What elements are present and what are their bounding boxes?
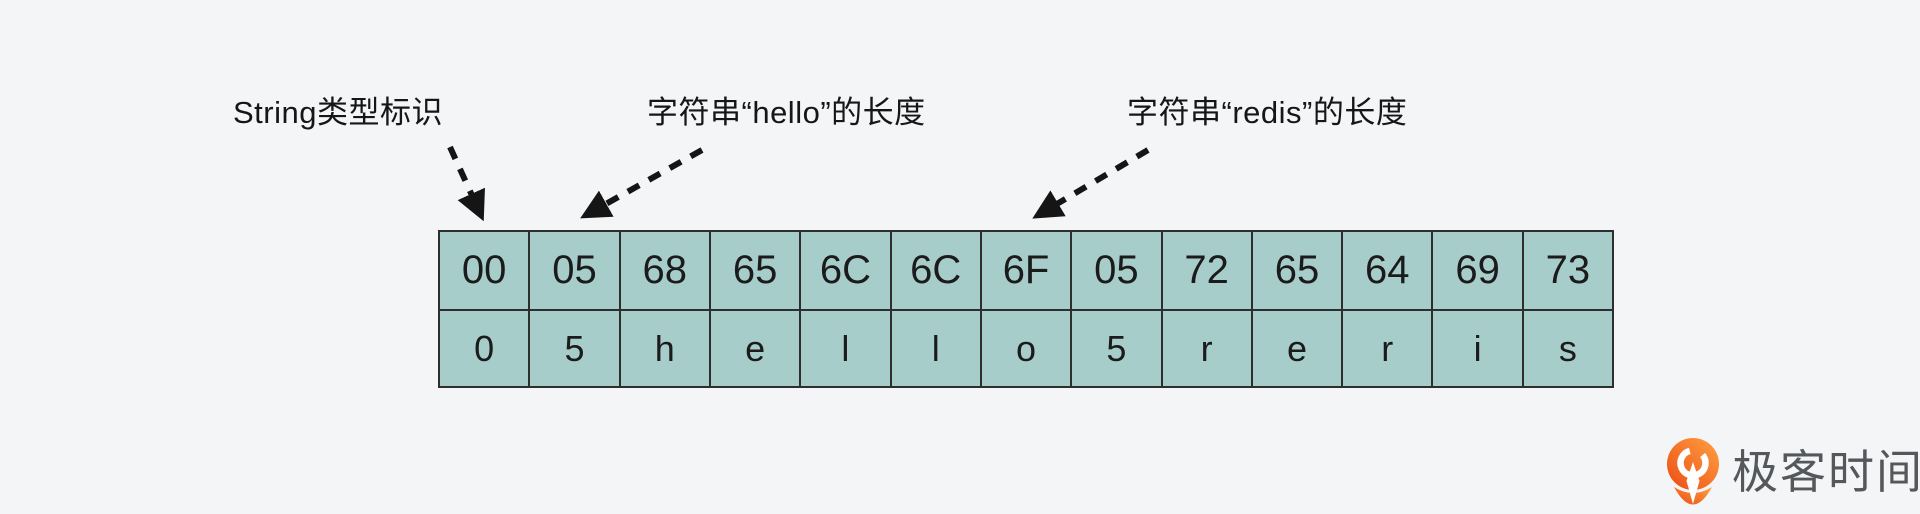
char-cell: 5 [528, 309, 619, 386]
char-cell: e [1250, 309, 1342, 386]
hex-cell: 05 [1070, 232, 1161, 309]
sds-byte-table: 00 05 68 65 6C 6C 6F 05 72 65 64 69 73 0… [438, 230, 1614, 388]
hex-cell: 65 [1250, 232, 1342, 309]
hello-length-label: 字符串“hello”的长度 [647, 95, 926, 130]
hex-cell: 6C [799, 232, 890, 309]
char-cell: o [979, 309, 1071, 386]
char-cell: i [1431, 309, 1522, 386]
char-cell: 5 [1070, 309, 1161, 386]
hex-cell: 65 [708, 232, 800, 309]
dashed-arrow-hello-length [580, 147, 704, 219]
char-cell: l [889, 309, 980, 386]
hex-cell: 73 [1521, 232, 1613, 309]
char-cell: r [1341, 309, 1432, 386]
char-cell: h [618, 309, 709, 386]
hex-cell: 05 [528, 232, 619, 309]
hex-row: 00 05 68 65 6C 6C 6F 05 72 65 64 69 73 [440, 232, 1613, 309]
geektime-logo-text: 极客时间 [1732, 446, 1920, 498]
hex-cell: 00 [440, 232, 529, 309]
char-cell: e [708, 309, 800, 386]
geektime-logo: 极客时间 [1666, 436, 1920, 508]
hex-cell: 6C [889, 232, 980, 309]
hex-cell: 68 [618, 232, 709, 309]
hex-cell: 6F [979, 232, 1071, 309]
geektime-pin-icon [1667, 438, 1719, 505]
dashed-arrow-redis-length [1032, 147, 1150, 219]
redis-length-label: 字符串“redis”的长度 [1127, 95, 1408, 130]
char-cell: 0 [440, 309, 529, 386]
hex-cell: 72 [1160, 232, 1251, 309]
char-cell: s [1521, 309, 1613, 386]
string-type-label: String类型标识 [233, 95, 443, 130]
hex-cell: 64 [1341, 232, 1432, 309]
char-row: 0 5 h e l l o 5 r e r i s [440, 309, 1613, 386]
char-cell: l [799, 309, 890, 386]
hex-cell: 69 [1431, 232, 1522, 309]
dashed-arrow-string-type [447, 145, 485, 222]
char-cell: r [1160, 309, 1251, 386]
